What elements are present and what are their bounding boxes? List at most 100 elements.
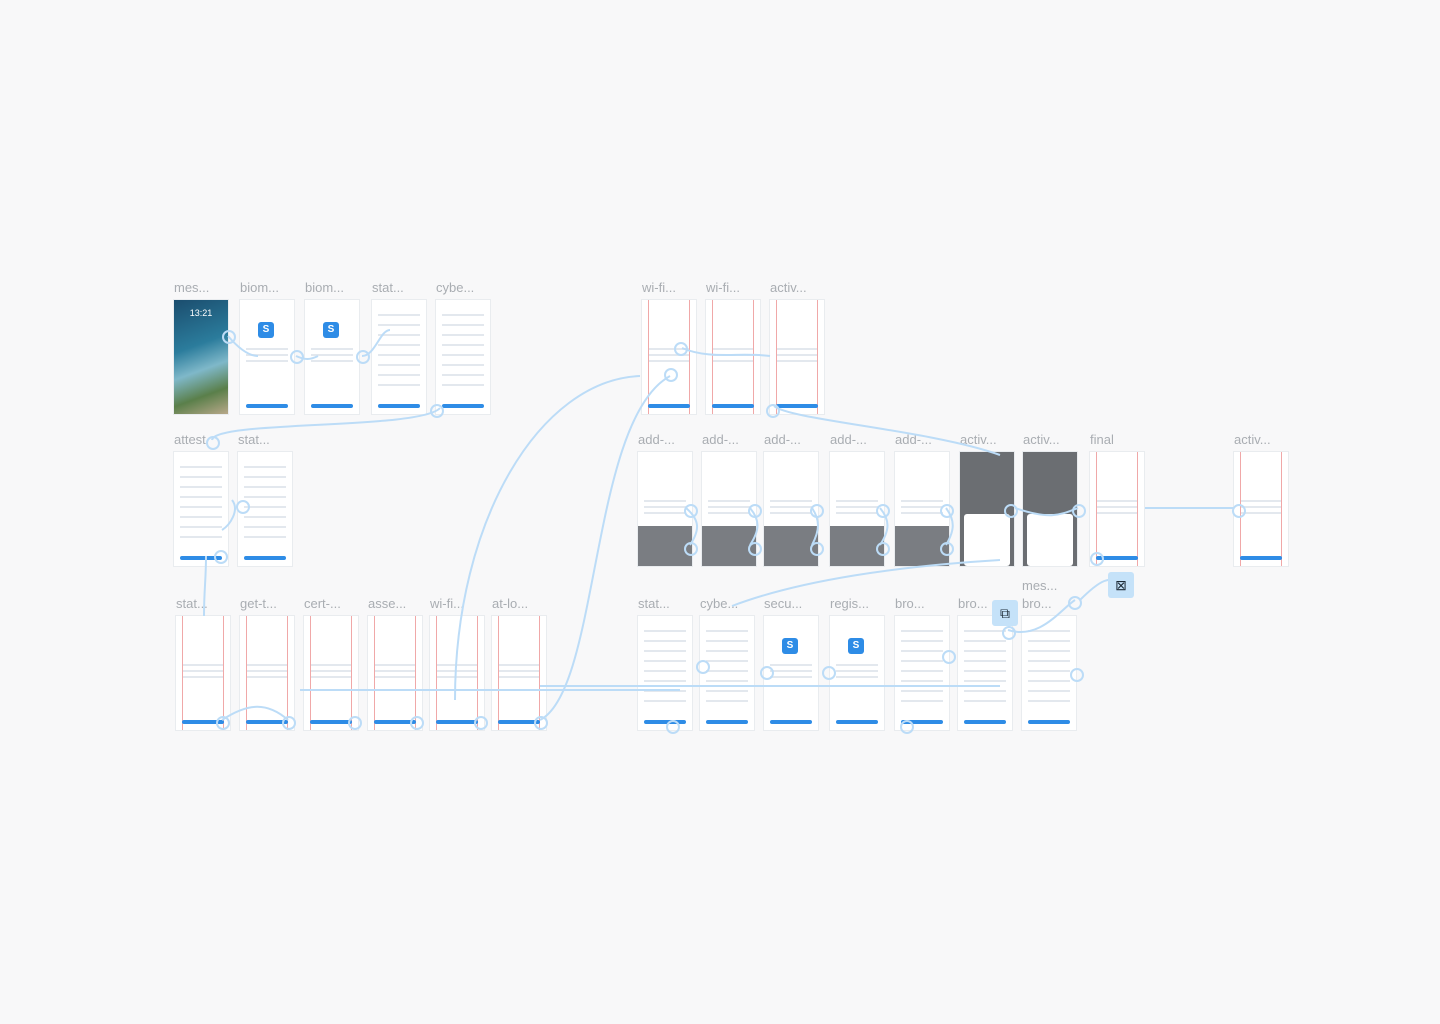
flow-node[interactable] [674,342,688,356]
flow-node[interactable] [942,650,956,664]
prototype-frame[interactable] [492,616,546,730]
frame-label[interactable]: bro... [895,596,925,611]
flow-link[interactable] [211,407,441,441]
frame-label[interactable]: get-t... [240,596,277,611]
flow-node[interactable] [214,550,228,564]
prototype-frame[interactable] [700,616,754,730]
flow-node[interactable] [696,660,710,674]
flow-node[interactable] [1090,552,1104,566]
frame-label[interactable]: add-... [764,432,801,447]
frame-label[interactable]: regis... [830,596,870,611]
flow-node[interactable] [876,504,890,518]
prototype-frame[interactable]: S [830,616,884,730]
flow-node[interactable] [534,716,548,730]
frame-label[interactable]: add-... [830,432,867,447]
flow-link[interactable] [773,405,1001,456]
flow-node[interactable] [348,716,362,730]
flow-link[interactable] [221,499,236,531]
prototype-frame[interactable] [1090,452,1144,566]
frame-label[interactable]: biom... [305,280,345,295]
flow-node[interactable] [1070,668,1084,682]
flow-link[interactable] [1014,507,1079,517]
frame-label[interactable]: at-lo... [492,596,529,611]
flow-node[interactable] [1232,504,1246,518]
frame-label[interactable]: stat... [238,432,270,447]
prototype-frame[interactable] [770,300,824,414]
flow-link[interactable] [454,375,641,701]
prototype-frame[interactable] [642,300,696,414]
flow-node[interactable] [766,404,780,418]
prototype-frame[interactable] [706,300,760,414]
flow-node[interactable] [410,716,424,730]
frame-label[interactable]: asse... [368,596,407,611]
flow-node[interactable] [760,666,774,680]
flow-node[interactable] [940,542,954,556]
flow-node[interactable] [356,350,370,364]
prototype-frame[interactable] [960,452,1014,566]
prototype-frame[interactable] [702,452,756,566]
flow-link[interactable] [1007,599,1076,633]
prototype-frame[interactable] [764,452,818,566]
frame-label[interactable]: wi-fi... [430,596,464,611]
frame-label[interactable]: activ... [960,432,997,447]
frame-label[interactable]: secu... [764,596,803,611]
copy-frame-icon[interactable]: ⧉ [992,600,1018,626]
flow-node[interactable] [1072,504,1086,518]
prototype-frame[interactable] [240,616,294,730]
flow-node[interactable] [222,330,236,344]
flow-node[interactable] [282,716,296,730]
flow-node[interactable] [1068,596,1082,610]
flow-node[interactable] [684,504,698,518]
flow-node[interactable] [876,542,890,556]
prototype-frame[interactable] [304,616,358,730]
prototype-frame[interactable] [1023,452,1077,566]
flow-node[interactable] [206,436,220,450]
frame-label[interactable]: stat... [372,280,404,295]
frame-label[interactable]: attest [174,432,206,447]
prototype-frame[interactable]: S [240,300,294,414]
frame-label[interactable]: wi-fi... [642,280,676,295]
frame-label[interactable]: cert-... [304,596,341,611]
prototype-frame[interactable] [1022,616,1076,730]
flow-node[interactable] [666,720,680,734]
flow-node[interactable] [748,542,762,556]
prototype-frame[interactable] [368,616,422,730]
frame-label[interactable]: activ... [770,280,807,295]
flow-node[interactable] [216,716,230,730]
frame-label[interactable]: bro... [1022,596,1052,611]
prototype-frame[interactable] [1234,452,1288,566]
prototype-frame[interactable] [830,452,884,566]
flow-link[interactable] [731,559,1001,607]
flow-link[interactable] [203,555,207,617]
prototype-frame[interactable] [638,452,692,566]
prototype-frame[interactable] [372,300,426,414]
prototype-frame[interactable] [430,616,484,730]
flow-node[interactable] [430,404,444,418]
flow-node[interactable] [664,368,678,382]
frame-label[interactable]: stat... [638,596,670,611]
frame-label[interactable]: mes... [174,280,210,295]
frame-label[interactable]: activ... [1234,432,1271,447]
frame-label[interactable]: final [1090,432,1114,447]
frame-label[interactable]: bro... [958,596,988,611]
frame-label[interactable]: biom... [240,280,280,295]
frame-label[interactable]: add-... [638,432,675,447]
prototype-frame[interactable] [176,616,230,730]
frame-label[interactable]: mes... [1022,578,1058,593]
flow-node[interactable] [822,666,836,680]
frame-label[interactable]: cybe... [436,280,475,295]
flow-node[interactable] [940,504,954,518]
prototype-frame[interactable] [638,616,692,730]
flow-link[interactable] [221,705,289,721]
flow-node[interactable] [748,504,762,518]
flow-link[interactable] [539,375,671,721]
flow-node[interactable] [684,542,698,556]
frame-label[interactable]: stat... [176,596,208,611]
frame-label[interactable]: wi-fi... [706,280,740,295]
frame-label[interactable]: activ... [1023,432,1060,447]
prototype-frame[interactable]: 13:21 [174,300,228,414]
close-box-icon[interactable]: ⊠ [1108,572,1134,598]
flow-link[interactable] [681,347,771,357]
prototype-frame[interactable] [895,616,949,730]
flow-node[interactable] [236,500,250,514]
